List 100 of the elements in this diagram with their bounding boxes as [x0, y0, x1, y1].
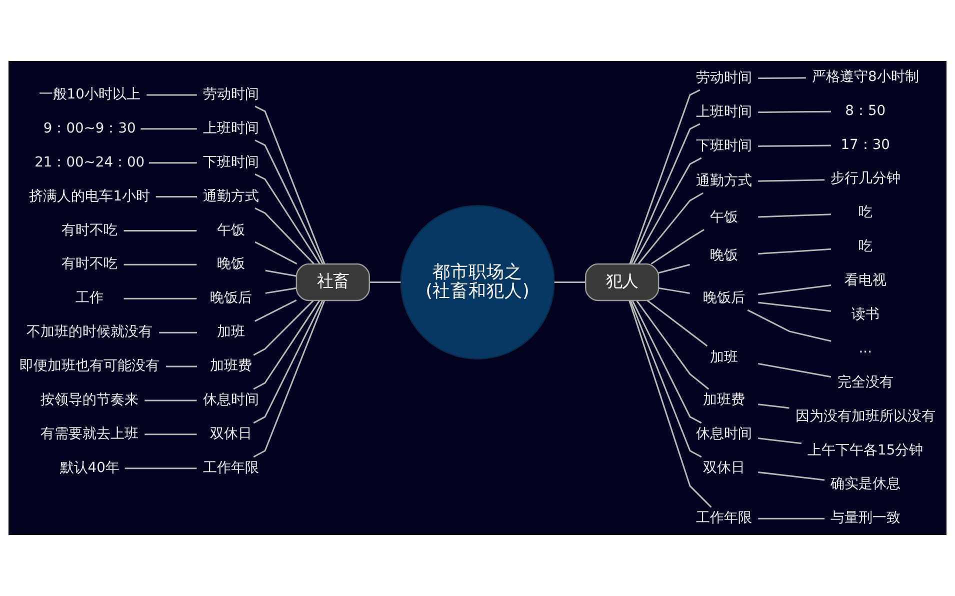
node-text: 9：00~9：30: [43, 120, 136, 136]
node-text: 加班费: [210, 358, 252, 374]
node-text: 工作年限: [203, 460, 260, 476]
node-text: 与量刑一致: [830, 510, 900, 526]
connector: [658, 264, 690, 274]
connector: [253, 300, 320, 390]
node-circle: 都市职场之 (社畜和犯人): [400, 204, 555, 360]
connector: [254, 106, 326, 264]
node-text: 休息时间: [696, 426, 752, 442]
node-text: 午饭: [710, 210, 738, 226]
connector: [758, 284, 832, 296]
node-text: 通勤方式: [203, 188, 260, 204]
node-text: 下班时间: [203, 154, 260, 170]
connector: [630, 300, 702, 458]
node-text: 晚饭后: [702, 290, 745, 306]
connector: [758, 518, 824, 520]
node-text: 默认40年: [60, 460, 120, 476]
node-text: 一般10小时以上: [38, 86, 140, 102]
node-text: 上班时间: [203, 120, 260, 136]
connector: [159, 332, 197, 334]
connector: [254, 241, 298, 265]
node-text: 有需要就去上班: [40, 426, 139, 442]
node-text: 上午下午各15分钟: [808, 442, 924, 458]
node-text: 上班时间: [696, 104, 752, 120]
node-text: 21：00~24：00: [34, 154, 145, 170]
node-text: 加班: [217, 324, 246, 340]
node-text: 工作: [76, 290, 104, 306]
connector: [124, 298, 197, 300]
connector: [156, 196, 197, 198]
node-text: 双休日: [210, 426, 252, 442]
connector: [758, 471, 825, 481]
connector: [629, 89, 700, 264]
connector: [628, 300, 712, 508]
node-text: 看电视: [844, 272, 886, 289]
node-text: ...: [858, 340, 872, 356]
connector: [632, 300, 702, 424]
node-box: 犯人: [585, 263, 660, 302]
connector: [370, 282, 401, 284]
connector: [636, 300, 710, 390]
connector: [253, 300, 324, 424]
node-text: 吃: [858, 204, 872, 221]
node-text: 按领导的节奏来: [40, 392, 139, 408]
connector: [630, 123, 700, 264]
connector: [254, 300, 297, 322]
connector: [140, 128, 197, 130]
node-box: 社畜: [296, 263, 370, 302]
node-text: 挤满人的电车1小时: [29, 188, 150, 204]
connector: [254, 174, 320, 264]
node-text: 因为没有加班所以没有: [795, 408, 936, 424]
connector: [758, 179, 825, 182]
node-text: 吃: [858, 238, 872, 255]
connector: [758, 144, 831, 147]
node-text: 8：50: [845, 102, 886, 119]
node-text: 步行几分钟: [830, 170, 900, 187]
connector: [758, 77, 806, 80]
node-text: 有时不吃: [62, 222, 118, 238]
node-text: 劳动时间: [696, 70, 752, 86]
connector: [758, 302, 832, 312]
connector: [658, 287, 690, 294]
connector: [638, 192, 704, 264]
node-text: 晚饭后: [210, 290, 252, 306]
connector: [144, 434, 197, 436]
connector: [253, 300, 314, 356]
connector: [747, 309, 832, 342]
connector: [646, 300, 708, 347]
node-text: 确实是休息: [830, 476, 900, 492]
node-text: 严格遵守8小时制: [812, 68, 919, 85]
connector: [554, 282, 586, 284]
node-text: 17：30: [840, 136, 890, 153]
connector: [758, 362, 832, 378]
connector: [758, 110, 831, 113]
connector: [254, 140, 324, 264]
connector: [253, 300, 326, 458]
node-text: 晚饭: [710, 247, 738, 264]
connector: [146, 94, 197, 96]
connector: [124, 230, 197, 232]
node-text: 下班时间: [696, 138, 752, 154]
connector: [124, 264, 197, 266]
connector: [144, 400, 197, 402]
connector: [758, 248, 831, 255]
connector: [758, 404, 790, 409]
connector: [149, 162, 197, 164]
node-text: 完全没有: [837, 374, 894, 390]
node-text: 有时不吃: [62, 256, 118, 272]
connector: [124, 468, 197, 470]
connector: [650, 228, 704, 264]
node-text: 休息时间: [203, 392, 260, 408]
node-text: 劳动时间: [203, 86, 260, 102]
connector: [758, 214, 831, 218]
node-text: 通勤方式: [696, 173, 752, 190]
connector: [166, 366, 197, 368]
node-text: 工作年限: [696, 510, 752, 526]
connector: [265, 270, 296, 277]
connector: [758, 438, 802, 444]
connector: [254, 207, 314, 264]
node-text: 不加班的时候就没有: [26, 324, 153, 340]
node-text: 双休日: [702, 460, 745, 476]
connector: [265, 287, 296, 294]
node-text: 读书: [851, 306, 880, 322]
node-text: 加班费: [702, 392, 745, 408]
